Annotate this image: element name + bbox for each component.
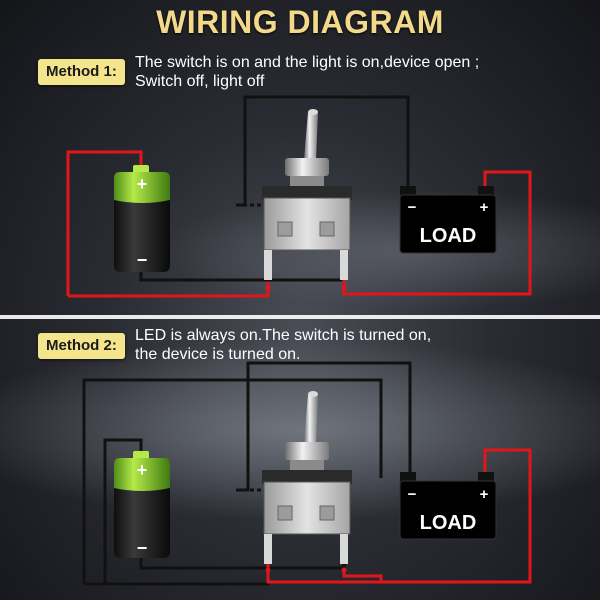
method-1-description: The switch is on and the light is on,dev…: [135, 53, 479, 91]
battery-plus-label: +: [137, 460, 148, 480]
wire-red: [266, 448, 532, 584]
load-box: − + LOAD: [399, 186, 497, 254]
load-minus-label: −: [408, 486, 417, 503]
method-1-line-1: The switch is on and the light is on,dev…: [135, 54, 480, 71]
method-1-diagram: + − − +: [66, 95, 532, 298]
wire-black: [82, 378, 383, 584]
load-minus-label: −: [408, 199, 417, 216]
section-divider: [0, 315, 600, 319]
battery: + −: [114, 165, 170, 272]
wire-joint: [265, 285, 271, 291]
battery-minus-label: −: [137, 250, 148, 270]
wire-joint: [341, 567, 347, 573]
method-2-line-1: LED is always on.The switch is turned on…: [135, 327, 432, 344]
method-1-badge: Method 1:: [38, 59, 125, 85]
toggle-switch: [262, 391, 352, 564]
wire-red: [66, 150, 143, 296]
wire-red: [342, 568, 383, 582]
wire-joint: [265, 567, 271, 573]
method-2-badge: Method 2:: [38, 333, 125, 359]
wire-black: [84, 562, 270, 586]
method-2-description: LED is always on.The switch is turned on…: [135, 326, 431, 364]
wire-black: [236, 95, 410, 207]
toggle-switch: [262, 109, 352, 280]
load-label: LOAD: [420, 512, 477, 534]
load-plus-label: +: [480, 486, 489, 503]
load-plus-label: +: [480, 199, 489, 216]
battery: + −: [114, 451, 170, 558]
method-1-line-2: Switch off, light off: [135, 73, 265, 90]
wire-black: [103, 438, 143, 584]
wire-joint: [341, 285, 347, 291]
battery-minus-label: −: [137, 538, 148, 558]
page-title: WIRING DIAGRAM: [156, 4, 444, 40]
load-label: LOAD: [420, 225, 477, 247]
fog-layer: [160, 190, 600, 310]
method-2-diagram: + − − +: [82, 361, 532, 586]
wire-red: [68, 280, 270, 298]
load-box: − + LOAD: [399, 472, 497, 540]
wire-red: [342, 170, 532, 296]
battery-plus-label: +: [137, 174, 148, 194]
wire-black: [139, 550, 346, 570]
method-2-line-2: the device is turned on.: [135, 346, 301, 363]
